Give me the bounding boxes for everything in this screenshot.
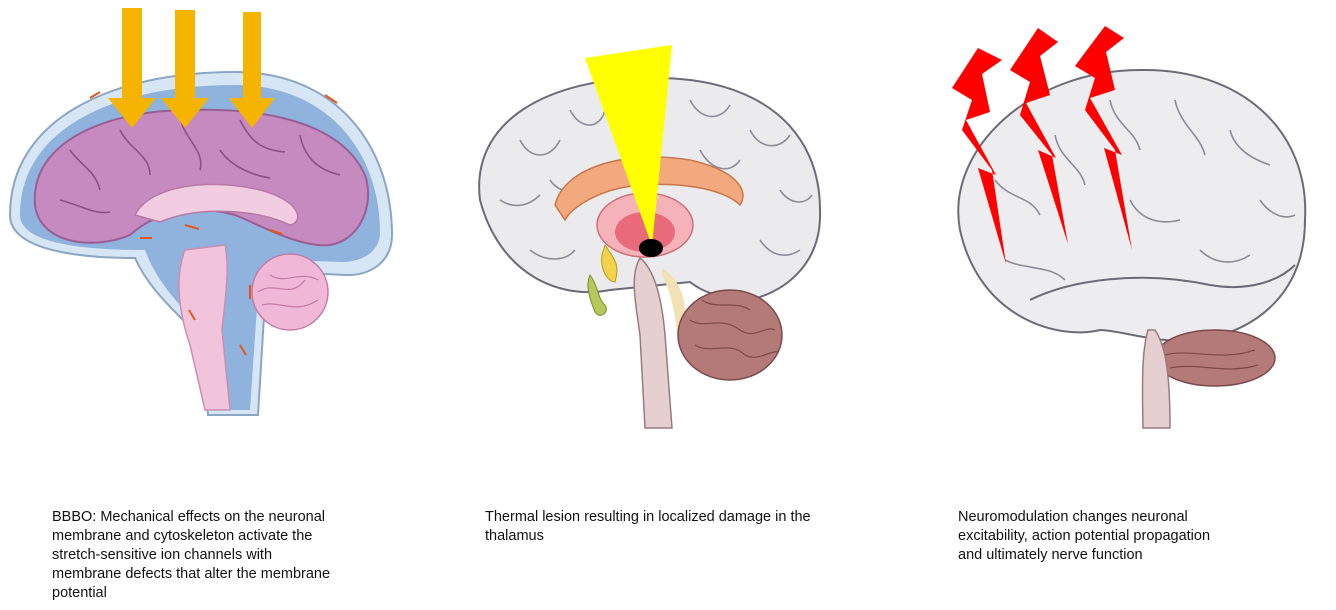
medial-brain-illustration xyxy=(440,0,880,430)
panel-neuromodulation: Neuromodulation changes neuronal excitab… xyxy=(880,0,1336,610)
lesion-spot xyxy=(639,239,663,257)
caption-line: excitability, action potential propagati… xyxy=(958,527,1318,546)
sagittal-brain-csf-illustration xyxy=(0,0,440,430)
caption-line: membrane and cytoskeleton activate the xyxy=(52,527,412,546)
downward-arrows-icon xyxy=(108,8,275,128)
caption-line: Thermal lesion resulting in localized da… xyxy=(485,508,865,527)
panel-mechanical: BBBO: Mechanical effects on the neuronal… xyxy=(0,0,440,610)
caption-mechanical: BBBO: Mechanical effects on the neuronal… xyxy=(52,508,412,603)
caption-line: and ultimately nerve function xyxy=(958,546,1318,565)
lateral-brain-illustration xyxy=(880,0,1336,430)
caption-line: thalamus xyxy=(485,527,865,546)
caption-line: stretch-sensitive ion channels with xyxy=(52,546,412,565)
caption-thermal: Thermal lesion resulting in localized da… xyxy=(485,508,865,546)
panel-thermal: Thermal lesion resulting in localized da… xyxy=(440,0,880,610)
caption-line: BBBO: Mechanical effects on the neuronal xyxy=(52,508,412,527)
caption-neuromodulation: Neuromodulation changes neuronal excitab… xyxy=(958,508,1318,565)
caption-line: membrane defects that alter the membrane xyxy=(52,565,412,584)
caption-line: potential xyxy=(52,584,412,603)
caption-line: Neuromodulation changes neuronal xyxy=(958,508,1318,527)
